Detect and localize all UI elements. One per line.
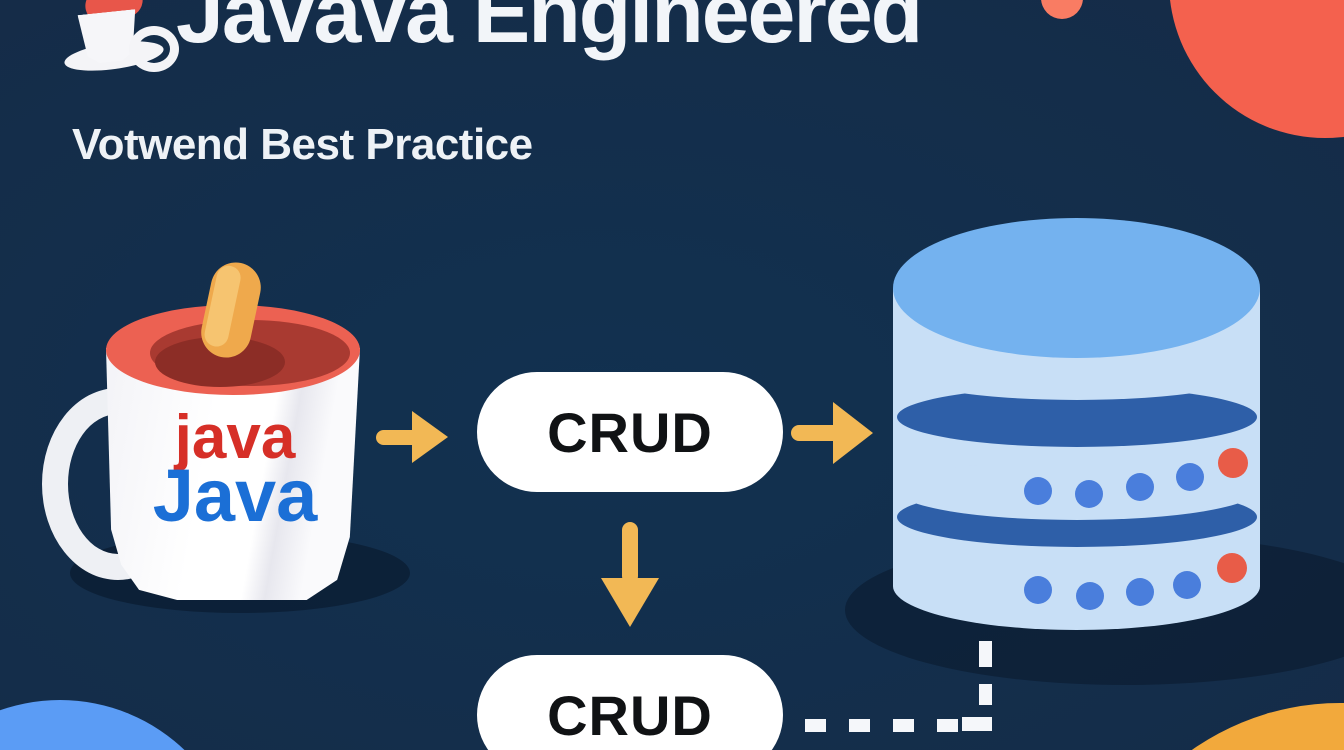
db-dot-blue (1126, 578, 1154, 606)
db-dot-blue (1024, 477, 1052, 505)
crud-pill-top-label: CRUD (547, 400, 713, 464)
decorative-circle-bottom-right (1083, 703, 1344, 750)
db-dot-blue (1075, 480, 1103, 508)
db-dot-blue (1076, 582, 1104, 610)
crud-pill-top: CRUD (477, 372, 783, 492)
decorative-circle-bottom-left (0, 700, 240, 750)
db-dot-blue (1176, 463, 1204, 491)
page-title: Javava Engineered (176, 0, 923, 61)
crud-pill-bottom: CRUD (477, 655, 783, 750)
database-top-ellipse (893, 218, 1260, 358)
db-dot-blue (1126, 473, 1154, 501)
db-dot-blue (1024, 576, 1052, 604)
db-dot-red (1218, 448, 1248, 478)
mug-label-java-blue: Java (152, 454, 318, 537)
mug-label-java-red: java (174, 403, 296, 472)
page-subtitle: Votwend Best Practice (72, 120, 533, 169)
mug-steam-highlight (202, 263, 243, 349)
db-dot-blue (1173, 571, 1201, 599)
cup-handle-shape (129, 26, 179, 72)
decorative-dot-top (1041, 0, 1083, 19)
decorative-circle-top-right (1169, 0, 1344, 138)
db-dot-red (1217, 553, 1247, 583)
crud-pill-bottom-label: CRUD (547, 683, 713, 747)
